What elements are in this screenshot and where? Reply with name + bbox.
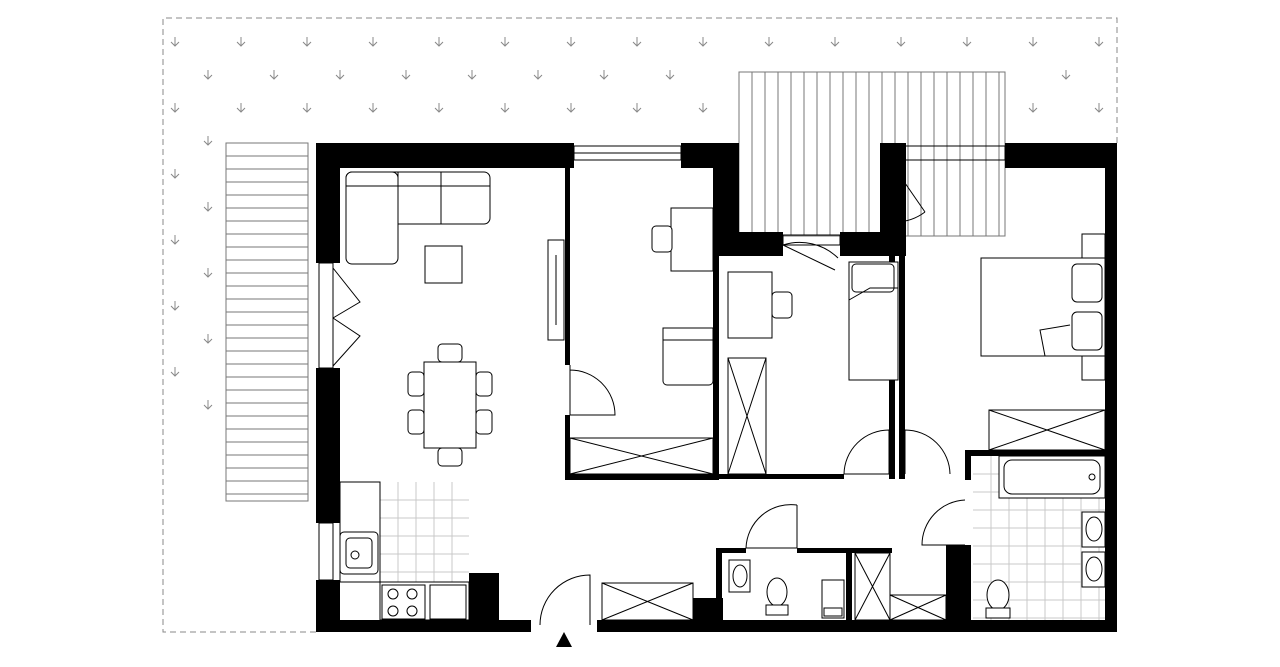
grass-mark-icon xyxy=(566,37,576,47)
west-terrace xyxy=(225,142,309,502)
grass-marks xyxy=(170,37,1104,410)
grass-mark-icon xyxy=(1094,37,1104,47)
grass-mark-icon xyxy=(830,37,840,47)
grass-mark-icon xyxy=(170,169,180,179)
grass-mark-icon xyxy=(599,70,609,80)
grass-mark-icon xyxy=(170,37,180,47)
grass-mark-icon xyxy=(368,37,378,47)
kitchen xyxy=(339,481,470,621)
grass-mark-icon xyxy=(170,235,180,245)
grass-mark-icon xyxy=(236,37,246,47)
grass-mark-icon xyxy=(170,367,180,377)
grass-mark-icon xyxy=(1028,37,1038,47)
grass-mark-icon xyxy=(401,70,411,80)
grass-mark-icon xyxy=(434,103,444,113)
dining-table xyxy=(407,343,493,467)
windows xyxy=(318,145,1006,581)
grass-mark-icon xyxy=(632,103,642,113)
grass-mark-icon xyxy=(236,103,246,113)
garden-area xyxy=(162,17,1118,633)
desk-room-1 xyxy=(651,207,714,386)
grass-mark-icon xyxy=(896,37,906,47)
entrance-arrow-icon xyxy=(556,632,572,647)
wc-fixtures xyxy=(728,559,845,619)
grass-mark-icon xyxy=(632,37,642,47)
coffee-table xyxy=(424,245,463,284)
grass-mark-icon xyxy=(170,301,180,311)
grass-mark-icon xyxy=(203,70,213,80)
grass-mark-icon xyxy=(566,103,576,113)
grass-mark-icon xyxy=(203,202,213,212)
grass-mark-icon xyxy=(1061,70,1071,80)
grass-mark-icon xyxy=(665,70,675,80)
kitchen-tiles xyxy=(380,482,469,582)
double-bed xyxy=(980,233,1106,381)
grass-mark-icon xyxy=(698,103,708,113)
wardrobes xyxy=(569,357,1106,621)
grass-mark-icon xyxy=(302,37,312,47)
grass-mark-icon xyxy=(203,268,213,278)
grass-mark-icon xyxy=(203,334,213,344)
grass-mark-icon xyxy=(302,103,312,113)
grass-mark-icon xyxy=(170,103,180,113)
walls xyxy=(316,143,1117,632)
bathroom-fixtures xyxy=(985,455,1106,619)
grass-mark-icon xyxy=(434,37,444,47)
grass-mark-icon xyxy=(203,136,213,146)
grass-mark-icon xyxy=(698,37,708,47)
desk-room-2 xyxy=(727,261,899,381)
grass-mark-icon xyxy=(500,103,510,113)
grass-mark-icon xyxy=(203,400,213,410)
grass-mark-icon xyxy=(269,70,279,80)
grass-mark-icon xyxy=(764,37,774,47)
grass-mark-icon xyxy=(467,70,477,80)
grass-mark-icon xyxy=(1094,103,1104,113)
grass-mark-icon xyxy=(1028,103,1038,113)
grass-mark-icon xyxy=(533,70,543,80)
north-balcony xyxy=(738,71,1006,237)
grass-mark-icon xyxy=(368,103,378,113)
grass-mark-icon xyxy=(500,37,510,47)
doors xyxy=(332,169,966,626)
sofa xyxy=(345,171,491,265)
grass-mark-icon xyxy=(962,37,972,47)
grass-mark-icon xyxy=(335,70,345,80)
